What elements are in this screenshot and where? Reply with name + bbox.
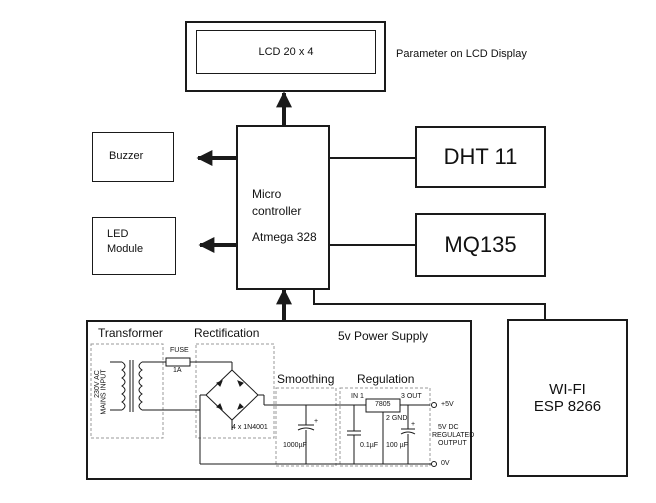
output-label-3: OUTPUT <box>438 440 467 447</box>
wifi-esp8266-block: WI-FI ESP 8266 <box>507 319 628 477</box>
output-zero-terminal <box>431 461 437 467</box>
mq135-block: MQ135 <box>415 213 546 277</box>
cap3-plus: + <box>411 421 416 428</box>
wifi-label-line1: WI-FI <box>549 381 586 398</box>
microcontroller-block: Micro controller Atmega 328 <box>236 125 330 290</box>
power-supply-circuit <box>90 343 437 467</box>
regulator-label: 7805 <box>375 401 391 408</box>
lcd-caption: Parameter on LCD Display <box>396 48 527 60</box>
transformer-section <box>90 343 164 439</box>
rectifier-section <box>195 343 275 439</box>
mcu-label-line2: controller <box>252 204 302 218</box>
primary-coil <box>121 361 126 411</box>
lcd-outer-frame <box>185 21 386 92</box>
power-supply-block <box>86 320 472 480</box>
lcd-display: LCD 20 x 4 <box>196 30 376 74</box>
diodes-label: 4 x 1N4001 <box>232 424 268 431</box>
pin-in-label: IN 1 <box>351 393 364 400</box>
led-label-line2: Module <box>107 243 144 255</box>
mains-input-label-2: MAINS INPUT <box>100 369 108 415</box>
power-supply-title: 5v Power Supply <box>338 329 429 343</box>
mcu-label-line1: Micro <box>252 187 282 201</box>
regulation-label: Regulation <box>357 372 415 386</box>
output-label-1: 5V DC <box>438 424 459 431</box>
dht11-label: DHT 11 <box>443 144 518 169</box>
cap3-label: 100 µF <box>386 442 408 449</box>
fuse-rating-label: 1A <box>173 367 182 374</box>
smoothing-section <box>275 387 337 467</box>
buzzer-label: Buzzer <box>109 150 144 162</box>
output-label-2: REGULATED <box>432 432 475 439</box>
secondary-coil <box>138 361 143 411</box>
wifi-label-line2: ESP 8266 <box>533 398 602 415</box>
zerov-label: 0V <box>441 460 450 467</box>
pin-out-label: 3 OUT <box>401 393 422 400</box>
lcd-label: LCD 20 x 4 <box>258 46 314 58</box>
cap1-plus: + <box>314 418 319 425</box>
output-plus-terminal <box>431 402 437 408</box>
fuse-label: FUSE <box>170 347 189 354</box>
buzzer-block: Buzzer <box>92 132 174 182</box>
cap1-label: 1000µF <box>283 442 307 449</box>
transformer-label: Transformer <box>98 326 163 340</box>
led-module-block: LED Module <box>92 217 176 275</box>
dht11-block: DHT 11 <box>415 126 546 188</box>
regulation-section <box>339 387 431 467</box>
smoothing-label: Smoothing <box>277 372 335 386</box>
rectification-label: Rectification <box>194 326 260 340</box>
pin-gnd-label: 2 GND <box>386 415 408 422</box>
led-label-line1: LED <box>107 228 129 240</box>
plus5v-label: +5V <box>441 401 454 408</box>
mq135-label: MQ135 <box>444 232 517 257</box>
cap2-label: 0.1µF <box>360 442 379 449</box>
mcu-label-line3: Atmega 328 <box>252 230 317 244</box>
line-mcu-to-wifi <box>313 290 546 319</box>
